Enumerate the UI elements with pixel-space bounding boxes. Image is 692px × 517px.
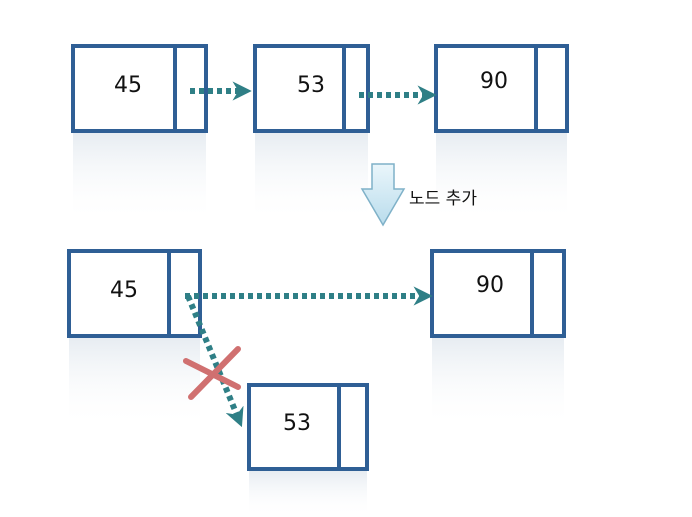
step-label: 노드 추가 [409, 189, 477, 209]
bottom-node-1: 45 [67, 249, 202, 338]
top-node-3-value: 90 [480, 69, 508, 94]
bottom-node-1-value: 45 [110, 278, 138, 303]
new-node-pointer-arrow [185, 294, 244, 428]
cross-mark-icon [183, 346, 241, 400]
new-node: 53 [247, 383, 369, 471]
top-node-2-value: 53 [297, 73, 325, 98]
top-node-1-value: 45 [114, 73, 142, 98]
top-node-1: 45 [71, 44, 208, 133]
new-node-value: 53 [283, 411, 311, 436]
top-node-2: 53 [253, 44, 370, 133]
bottom-node-2-value: 90 [476, 273, 504, 298]
top-node-3: 90 [434, 44, 569, 133]
step-down-arrow-icon [360, 163, 406, 227]
bottom-node-2: 90 [430, 249, 566, 338]
